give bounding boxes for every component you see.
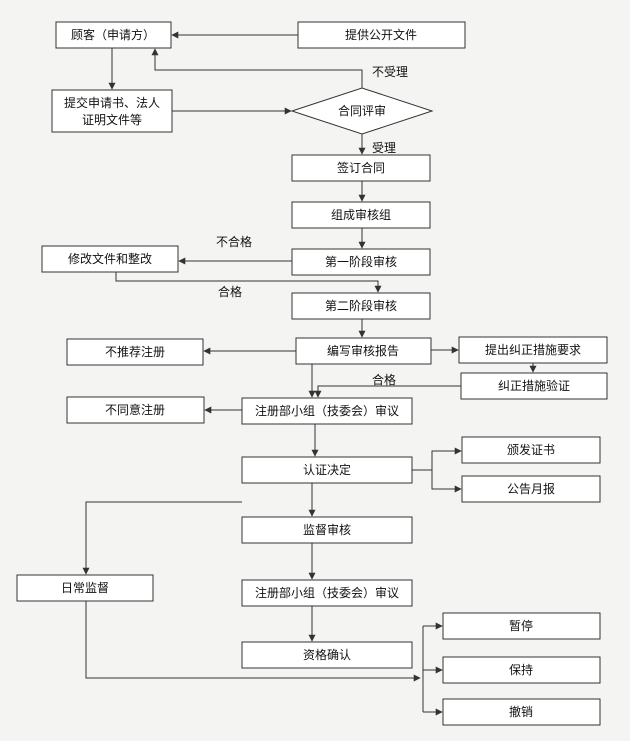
svg-text:证明文件等: 证明文件等: [82, 112, 142, 127]
node-supervision-audit: 监督审核: [241, 516, 413, 544]
node-committee-review-1: 注册部小组（技委会）审议: [241, 397, 413, 425]
node-revoke: 撤销: [442, 698, 601, 726]
edge-modify-pass: [115, 272, 382, 293]
svg-text:日常监督: 日常监督: [61, 580, 109, 595]
node-committee-review-2: 注册部小组（技委会）审议: [241, 579, 413, 607]
svg-text:纠正措施验证: 纠正措施验证: [498, 378, 570, 393]
svg-text:签订合同: 签订合同: [337, 160, 385, 175]
svg-text:第二阶段审核: 第二阶段审核: [325, 298, 397, 313]
svg-text:顾客（申请方）: 顾客（申请方）: [71, 27, 155, 42]
label-pass-corrective: 合格: [372, 372, 396, 387]
node-propose-corrective: 提出纠正措施要求: [458, 336, 608, 364]
svg-text:颁发证书: 颁发证书: [507, 442, 555, 457]
node-not-recommend: 不推荐注册: [66, 338, 204, 366]
node-public-docs: 提供公开文件: [297, 21, 466, 49]
node-submit-application: 提交申请书、法人 证明文件等: [51, 89, 173, 133]
edge-decision-to-daily: [82, 501, 242, 575]
svg-text:保持: 保持: [509, 662, 533, 677]
node-verify-corrective: 纠正措施验证: [460, 372, 608, 400]
node-qualification: 资格确认: [241, 641, 413, 669]
svg-text:第一阶段审核: 第一阶段审核: [325, 254, 397, 269]
label-not-accepted: 不受理: [372, 65, 408, 79]
node-daily-supervision: 日常监督: [16, 574, 154, 602]
svg-text:不推荐注册: 不推荐注册: [105, 344, 165, 359]
svg-text:注册部小组（技委会）审议: 注册部小组（技委会）审议: [255, 403, 399, 418]
node-announce: 公告月报: [461, 475, 601, 503]
node-customer: 顾客（申请方）: [55, 21, 172, 49]
node-maintain: 保持: [442, 656, 601, 684]
svg-text:编写审核报告: 编写审核报告: [327, 343, 399, 358]
svg-text:暂停: 暂停: [509, 618, 533, 633]
svg-text:监督审核: 监督审核: [303, 522, 351, 537]
node-modify-docs: 修改文件和整改: [41, 245, 179, 273]
node-stage2-audit: 第二阶段审核: [291, 292, 431, 320]
node-contract-review: 合同评审: [290, 87, 434, 135]
label-accepted: 受理: [372, 141, 396, 155]
label-pass-stage1: 合格: [218, 284, 242, 299]
svg-text:撤销: 撤销: [509, 704, 533, 719]
svg-text:修改文件和整改: 修改文件和整改: [68, 251, 152, 266]
node-form-team: 组成审核组: [291, 201, 431, 229]
svg-text:提出纠正措施要求: 提出纠正措施要求: [485, 342, 581, 357]
node-issue-cert: 颁发证书: [461, 436, 601, 464]
svg-text:认证决定: 认证决定: [303, 462, 351, 477]
svg-text:合同评审: 合同评审: [338, 103, 386, 118]
svg-text:提供公开文件: 提供公开文件: [345, 27, 417, 42]
edge-not-accepted: [151, 48, 363, 88]
svg-text:注册部小组（技委会）审议: 注册部小组（技委会）审议: [255, 585, 399, 600]
edge-decision-split: [412, 450, 461, 490]
node-sign-contract: 签订合同: [291, 154, 431, 182]
svg-text:不同意注册: 不同意注册: [105, 402, 165, 417]
node-write-report: 编写审核报告: [295, 337, 432, 365]
node-stage1-audit: 第一阶段审核: [291, 248, 431, 276]
svg-text:资格确认: 资格确认: [303, 647, 351, 662]
svg-text:组成审核组: 组成审核组: [331, 207, 391, 222]
label-fail: 不合格: [216, 234, 252, 249]
svg-text:提交申请书、法人: 提交申请书、法人: [64, 95, 160, 110]
node-not-agree: 不同意注册: [66, 396, 205, 424]
edge-verify-pass: [314, 385, 461, 398]
node-cert-decision: 认证决定: [241, 456, 413, 484]
node-suspend: 暂停: [442, 612, 601, 640]
edge-daily-to-outcomes: [85, 601, 421, 682]
svg-text:公告月报: 公告月报: [507, 481, 555, 496]
